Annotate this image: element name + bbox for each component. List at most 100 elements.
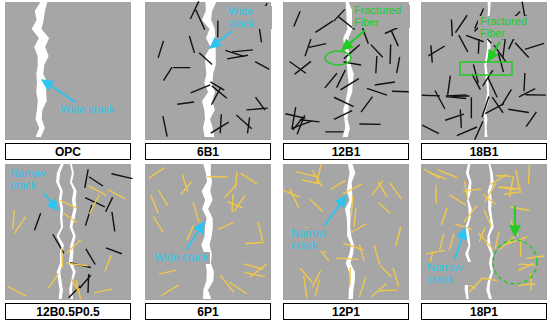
steel-fiber (86, 249, 95, 265)
steel-fiber (475, 121, 483, 140)
pp-fiber (108, 190, 125, 199)
steel-fiber (177, 102, 194, 104)
steel-fiber (173, 67, 190, 68)
steel-fiber (435, 91, 445, 109)
steel-fiber (460, 110, 461, 128)
pp-fiber (193, 202, 199, 223)
pp-fiber (13, 210, 15, 229)
leader-arrow (186, 222, 204, 249)
crack (69, 164, 77, 299)
pp-fiber (393, 268, 399, 287)
specimen-name: 18P1 (470, 306, 498, 318)
steel-fiber (305, 39, 311, 56)
specimen-label-box: 18B1 (421, 143, 547, 160)
matrix-ground (421, 2, 547, 140)
pp-fiber (241, 173, 257, 184)
fracture-highlight (325, 51, 351, 65)
pp-fiber (310, 199, 323, 211)
steel-fiber (515, 43, 529, 58)
callout-text: Narrow crack (289, 228, 339, 251)
steel-fiber (526, 94, 546, 96)
specimen-label-box: 6P1 (145, 303, 271, 320)
steel-fiber (359, 123, 380, 125)
crack (56, 164, 64, 299)
crack (201, 164, 214, 299)
pp-fiber (396, 227, 401, 246)
pp-fiber (485, 183, 496, 202)
pp-fiber (483, 194, 496, 204)
callout-text: Wide crack (152, 252, 210, 264)
steel-fiber (325, 73, 337, 88)
steel-fiber (34, 213, 40, 230)
specimen-name: OPC (55, 146, 81, 158)
callout-text: Wide crack (58, 104, 116, 116)
pp-fiber (440, 234, 444, 250)
steel-fiber (334, 9, 345, 21)
pp-fiber (296, 171, 316, 176)
steel-fiber (455, 15, 467, 32)
matrix-ground (283, 2, 409, 140)
steel-fiber (502, 89, 512, 105)
leader-arrow (42, 80, 76, 102)
steel-fiber (367, 88, 387, 95)
steel-fiber (196, 10, 205, 30)
steel-fiber (246, 108, 267, 110)
steel-fiber (220, 114, 221, 133)
steel-fiber (428, 46, 444, 56)
specimen-panel (5, 2, 131, 140)
specimen-label-box: 12B0.5P0.5 (5, 303, 131, 320)
pp-fiber (232, 194, 233, 212)
pp-fiber (378, 182, 387, 197)
pp-fiber (441, 207, 447, 225)
pp-fiber (430, 173, 446, 180)
steel-fiber (289, 61, 305, 73)
pp-fiber (182, 174, 187, 191)
specimen-label-box: 6B1 (145, 143, 271, 160)
specimen-name: 6P1 (197, 306, 218, 318)
pp-fiber (351, 196, 352, 216)
matrix-ground (145, 2, 271, 140)
leader-arrow (488, 42, 500, 61)
steel-fiber (112, 212, 115, 231)
pp-fiber (207, 176, 227, 178)
pp-fiber (300, 268, 312, 282)
specimen-panel (283, 2, 409, 140)
steel-fiber (361, 97, 372, 113)
steel-fiber (508, 109, 529, 112)
callout-text: Narrow crack (8, 168, 56, 191)
steel-fiber (217, 20, 219, 37)
matrix-ground (5, 2, 131, 140)
pp-fiber (510, 176, 514, 197)
steel-fiber (85, 205, 91, 226)
pp-fiber (290, 189, 299, 208)
steel-fiber (519, 89, 535, 97)
pp-fiber (158, 190, 168, 206)
pp-fiber (455, 224, 472, 230)
steel-fiber (89, 177, 103, 186)
steel-fiber (362, 27, 368, 43)
specimen-name: 6B1 (197, 146, 219, 158)
leader-arrow (342, 30, 365, 50)
pp-fiber (516, 170, 520, 190)
steel-fiber (457, 127, 477, 136)
pp-fiber (218, 222, 234, 230)
pp-fiber (228, 202, 243, 208)
steel-fiber (451, 19, 453, 36)
pp-fiber (316, 164, 321, 184)
pp-fiber (449, 195, 465, 205)
leader-arrow (324, 196, 346, 226)
pp-fiber (71, 279, 79, 294)
pp-fiber (94, 289, 112, 293)
steel-fiber (285, 114, 305, 119)
crack (202, 2, 216, 137)
pp-fiber (528, 164, 530, 184)
specimen-label-box: 12B1 (283, 143, 409, 160)
pp-fiber (64, 213, 77, 222)
matrix-ground (283, 164, 409, 300)
matrix-ground (5, 164, 131, 300)
pp-fiber (161, 285, 179, 296)
specimen-panel (421, 164, 547, 300)
steel-fiber (525, 43, 544, 49)
specimen-label-box: OPC (5, 143, 131, 160)
